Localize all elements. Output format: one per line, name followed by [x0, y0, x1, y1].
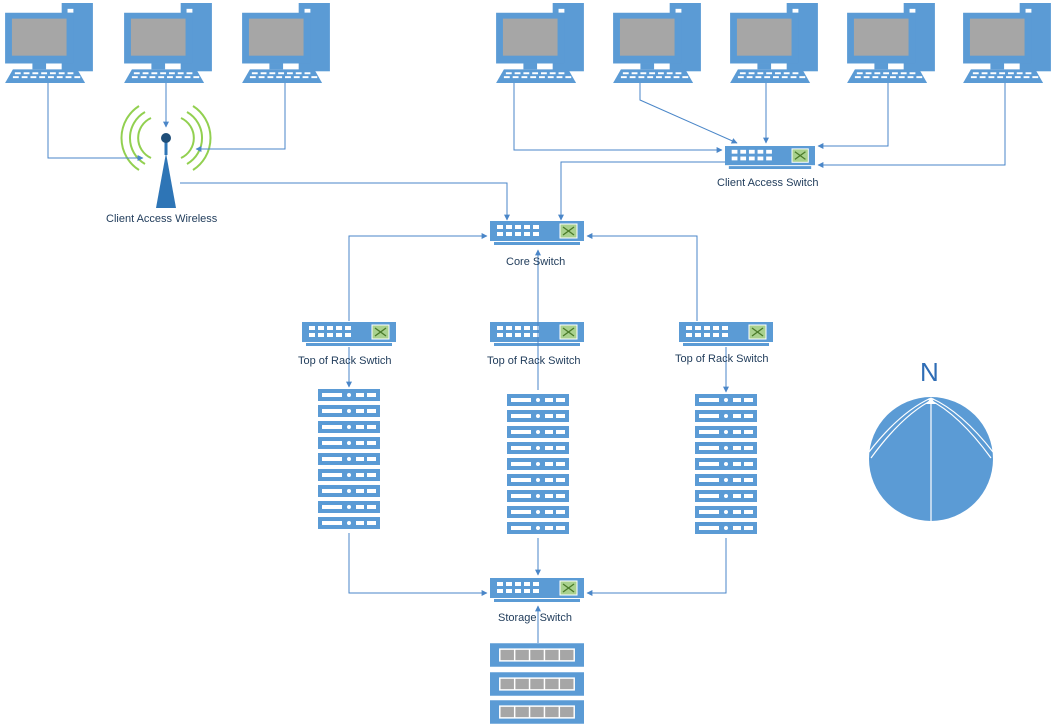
server-unit: [507, 522, 569, 534]
link-pc1-ap: [47, 83, 144, 161]
link-pc7-access: [817, 83, 889, 149]
storage-unit: [490, 643, 584, 667]
link-pc8-access: [817, 83, 1006, 168]
server-unit: [695, 426, 757, 438]
storage-array-icon: [490, 643, 584, 724]
storage-switch-icon: [490, 578, 584, 602]
desktop-computer-icon: [124, 3, 212, 83]
server-unit: [318, 485, 380, 497]
server-unit: [318, 501, 380, 513]
link-rack3-storage: [586, 538, 727, 596]
server-unit: [507, 410, 569, 422]
wireless-client-pcs: [5, 3, 330, 83]
desktop-computer-icon: [5, 3, 93, 83]
core-switch-label: Core Switch: [506, 256, 566, 268]
desktop-computer-icon: [242, 3, 330, 83]
server-unit: [318, 389, 380, 401]
server-unit: [695, 490, 757, 502]
server-unit: [507, 426, 569, 438]
desktop-computer-icon: [613, 3, 701, 83]
client-access-switch-icon: [725, 146, 815, 169]
desktop-computer-icon: [963, 3, 1051, 83]
storage-unit: [490, 700, 584, 724]
server-rack-icon: [695, 394, 757, 534]
server-unit: [695, 474, 757, 486]
server-rack-icon: [507, 394, 569, 534]
tor-switch-3-icon: [679, 322, 773, 346]
link-rack1-storage: [348, 533, 488, 596]
server-unit: [695, 458, 757, 470]
server-unit: [318, 405, 380, 417]
server-rack-icon: [318, 389, 380, 529]
tor-switch-1-icon: [302, 322, 396, 346]
wireless-access-point-icon: [120, 105, 212, 208]
server-unit: [507, 490, 569, 502]
server-unit: [695, 394, 757, 406]
server-unit: [507, 442, 569, 454]
link-pc3-ap: [195, 83, 286, 152]
connections: [47, 83, 1006, 643]
client-access-wireless-label: Client Access Wireless: [106, 213, 218, 225]
tor-switch-2-label: Top of Rack Switch: [487, 355, 581, 367]
wired-client-pcs: [496, 3, 1051, 83]
server-unit: [507, 506, 569, 518]
server-unit: [318, 517, 380, 529]
link-tor3-core: [586, 233, 698, 321]
storage-unit: [490, 672, 584, 696]
tor-switch-1-label: Top of Rack Swtich: [298, 355, 392, 367]
link-pc4-access: [513, 83, 723, 153]
desktop-computer-icon: [496, 3, 584, 83]
tor-switch-2-icon: [490, 322, 584, 346]
storage-switch-label: Storage Switch: [498, 612, 572, 624]
server-unit: [318, 453, 380, 465]
server-unit: [318, 469, 380, 481]
server-unit: [318, 421, 380, 433]
server-unit: [318, 437, 380, 449]
link-access-core: [558, 161, 725, 221]
link-ap-core: [180, 182, 510, 221]
server-unit: [695, 506, 757, 518]
core-switch-icon: [490, 221, 584, 245]
tor-switch-3-label: Top of Rack Switch: [675, 353, 769, 365]
server-unit: [507, 474, 569, 486]
server-unit: [695, 522, 757, 534]
desktop-computer-icon: [730, 3, 818, 83]
client-access-switch-label: Client Access Switch: [717, 177, 819, 189]
link-pc5-access: [639, 83, 738, 144]
compass-north-label: N: [920, 357, 939, 387]
server-unit: [695, 442, 757, 454]
link-tor1-core: [348, 233, 488, 321]
server-unit: [507, 458, 569, 470]
compass-icon: [868, 397, 994, 521]
desktop-computer-icon: [847, 3, 935, 83]
server-unit: [695, 410, 757, 422]
server-unit: [507, 394, 569, 406]
